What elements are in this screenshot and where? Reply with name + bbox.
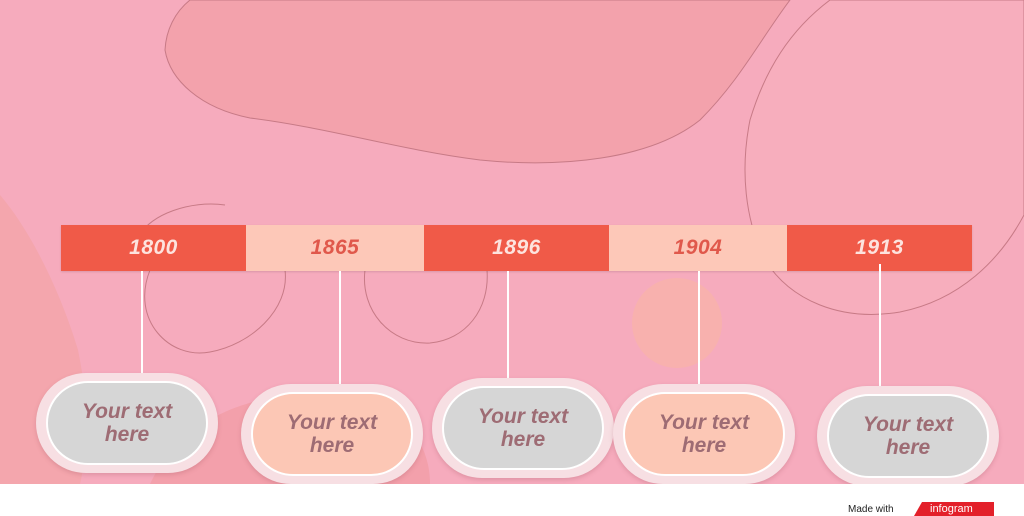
connector-line [698, 271, 700, 385]
timeline-segment-1904: 1904 [609, 225, 787, 271]
background-blob-top [164, 0, 791, 164]
bubble-text-line1: Your text [81, 400, 173, 423]
bubble-text-line1: Your text [862, 413, 954, 436]
bubble-text-line2: here [104, 423, 150, 446]
connector-line [141, 271, 143, 376]
bubble-text-line1: Your text [286, 411, 378, 434]
timeline-segment-1865: 1865 [246, 225, 424, 271]
timeline-segment-1800: 1800 [61, 225, 246, 271]
year-label: 1865 [310, 236, 360, 259]
infogram-brand-label: infogram [930, 503, 973, 515]
timeline-segment-1896: 1896 [424, 225, 609, 271]
connector-line [507, 271, 509, 379]
background-arc-2 [363, 269, 488, 344]
timeline-segment-1913: 1913 [787, 225, 972, 271]
bubble-text-line2: here [885, 436, 931, 459]
year-label: 1904 [673, 236, 723, 259]
bubble-text-line2: here [309, 434, 355, 457]
made-with-label: Made with [848, 504, 894, 515]
background-arc-1 [144, 269, 286, 354]
background-circle-peach [632, 278, 722, 368]
timeline-bar: 1800 1865 1896 1904 1913 [61, 225, 972, 271]
bubble-text-line1: Your text [658, 411, 750, 434]
connector-line [879, 264, 881, 386]
bubble-text-line2: here [681, 434, 727, 457]
year-label: 1913 [855, 236, 904, 259]
year-label: 1896 [492, 236, 541, 259]
bubble-text-line1: Your text [477, 405, 569, 428]
connector-line [339, 271, 341, 385]
year-label: 1800 [129, 236, 178, 259]
bubble-text-line2: here [500, 428, 546, 451]
infogram-badge[interactable]: infogram [914, 502, 994, 516]
